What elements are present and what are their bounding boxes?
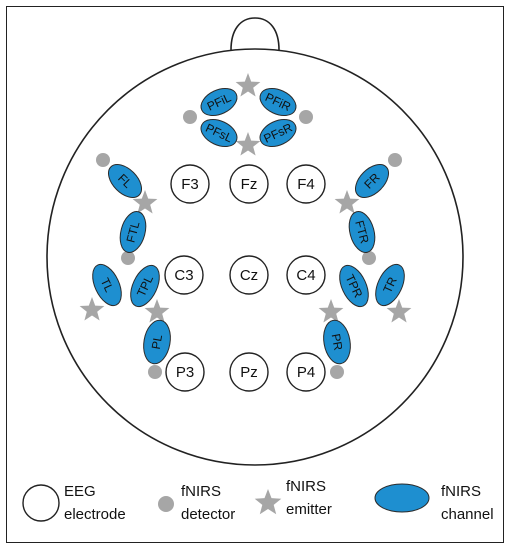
fnirs-detector-4 [388,153,402,167]
fnirs-detector-1 [183,110,197,124]
fnirs-emitter-7 [318,299,344,323]
eeg-electrode-label-pz: Pz [240,364,258,381]
legend-emitter-symbol [254,489,282,515]
fnirs-channel-ftr [348,210,376,254]
fnirs-emitter-3 [132,190,158,214]
eeg-electrode-label-cz: Cz [240,267,258,284]
fnirs-emitter-4 [334,190,360,214]
eeg-electrode-label-f4: F4 [297,176,315,193]
legend-channel-symbol [374,483,430,513]
eeg-electrode-p4 [286,352,326,392]
fnirs-channel-label-tr: TR [380,274,400,295]
fnirs-channel-pr [323,319,351,365]
fnirs-channel-pfsl [200,118,238,148]
fnirs-channel-fl [108,164,142,198]
fnirs-channel-tpl [130,264,160,308]
fnirs-emitter-1 [235,73,261,97]
eeg-electrode-p3 [165,352,205,392]
fnirs-channel-fr [355,164,389,198]
legend-detector-line1: fNIRS [181,483,221,500]
legend-channel-line2: channel [441,506,494,523]
fnirs-channel-tr [375,263,405,307]
eeg-electrode-label-p4: P4 [297,364,315,381]
legend-emitter-line2: emitter [286,501,332,518]
eeg-electrode-cz [229,255,269,295]
eeg-electrode-c4 [286,255,326,295]
legend-detector-symbol [158,496,174,512]
fnirs-channel-label-pl: PL [149,333,165,350]
fnirs-channel-label-pr: PR [329,333,346,352]
eeg-electrode-c3 [164,255,204,295]
fnirs-channel-tl [92,263,122,307]
legend: EEG electrode fNIRS detector fNIRS emitt… [22,478,494,523]
eeg-electrode-pz [229,352,269,392]
legend-detector-line2: detector [181,506,235,523]
fnirs-detector-8 [330,365,344,379]
fnirs-emitter-5 [79,297,105,321]
fnirs-detector-7 [148,365,162,379]
eeg-electrode-f4 [286,164,326,204]
eeg-electrode-label-f3: F3 [181,176,199,193]
fnirs-channel-label-ftl: FTL [123,220,142,245]
eeg-electrode-f3 [170,164,210,204]
fnirs-channel-pfsr [259,118,297,148]
fnirs-emitter-2 [235,132,261,156]
fnirs-detector-5 [121,251,135,265]
fnirs-channel-pl [143,319,171,365]
eeg-electrode-label-c3: C3 [174,267,193,284]
eeg-electrode-label-c4: C4 [296,267,315,284]
fnirs-channel-pfir [259,87,297,117]
legend-eeg-line2: electrode [64,506,126,523]
fnirs-detector-2 [299,110,313,124]
figure-frame [6,6,504,543]
fnirs-detector-3 [96,153,110,167]
fnirs-channel-ftl [119,210,147,254]
fnirs-channel-label-ftr: FTR [352,219,372,245]
eeg-electrode-fz [229,164,269,204]
legend-eeg-line1: EEG [64,483,96,500]
legend-channel-line1: fNIRS [441,483,481,500]
eeg-electrode-label-fz: Fz [241,176,258,193]
fnirs-emitter-6 [144,299,170,323]
fnirs-emitter-8 [386,299,412,323]
fnirs-channel-label-tl: TL [98,276,117,295]
fnirs-channel-tpr [339,264,369,308]
fnirs-channel-pfil [200,87,238,117]
legend-eeg-electrode-symbol [22,484,60,522]
fnirs-detector-6 [362,251,376,265]
legend-emitter-line1: fNIRS [286,478,326,495]
eeg-electrode-label-p3: P3 [176,364,194,381]
nose [230,17,280,51]
